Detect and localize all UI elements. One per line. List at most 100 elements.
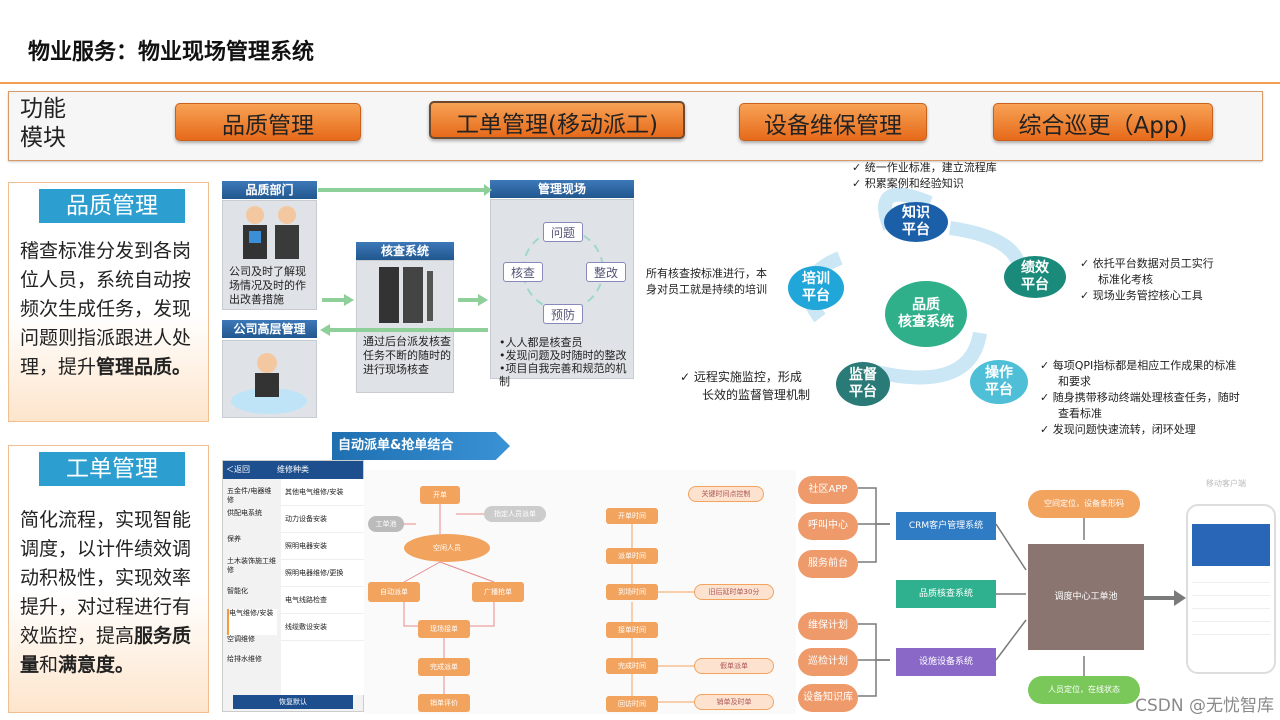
page-title: 物业服务：物业现场管理系统 xyxy=(28,40,315,65)
quality-system: 品质核查系统 xyxy=(896,580,996,608)
timeline-node: 到场时间 xyxy=(606,584,658,600)
personnel-status-pill: 人员定位，在线状态 xyxy=(1028,676,1140,704)
list-item[interactable]: 电气维修/安装 xyxy=(227,609,277,635)
quality-panel-text: 稽查标准分发到各岗位人员，系统自动按频次生成任务，发现问题则指派跟进人处理，提升… xyxy=(20,240,192,378)
dispatch-architecture: 社区APP 呼叫中心 服务前台 维保计划 巡检计划 设备知识库 CRM客户管理系… xyxy=(796,470,1280,714)
workorder-panel: 工单管理 简化流程，实现智能调度，以计件绩效调动积极性，实现效率提升，对过程进行… xyxy=(8,445,209,713)
supervision-platform: 监督平台 xyxy=(836,362,890,406)
dispatch-banner: 自动派单&抢单结合 xyxy=(332,432,510,460)
operation-platform: 操作平台 xyxy=(970,360,1028,404)
source-pill: 呼叫中心 xyxy=(798,512,858,540)
side-node: 销单及时单 xyxy=(694,694,774,710)
senior-box xyxy=(222,340,317,418)
manager-on-cloud-icon xyxy=(231,353,307,414)
check-system-header: 核查系统 xyxy=(356,242,454,260)
list-item[interactable]: 照明电器维修/更换 xyxy=(281,560,364,587)
timeline-node: 派单时间 xyxy=(606,548,658,564)
list-item[interactable]: 照明电器安装 xyxy=(281,533,364,560)
side-node: 关键时间点控制 xyxy=(688,486,764,502)
training-platform: 培训平台 xyxy=(788,266,844,310)
list-item[interactable]: 土木装饰施工维修 xyxy=(227,557,276,574)
platform-diagram: 品质核查系统 知识平台 培训平台 绩效平台 操作平台 监督平台 ✓ 统一作业标准… xyxy=(640,158,1260,436)
workorder-panel-heading: 工单管理 xyxy=(39,452,185,486)
cycle-arrows-icon xyxy=(522,229,604,311)
quality-flow-diagram: 品质部门 公司及时了解现场情况及时的作出改善措施 公司高层管理 核查系统 通过后… xyxy=(222,180,634,425)
mobile-header xyxy=(1192,524,1270,566)
quality-panel: 品质管理 稽查标准分发到各岗位人员，系统自动按频次生成任务，发现问题则指派跟进人… xyxy=(8,182,209,422)
flow-node: 广播抢单 xyxy=(472,582,524,602)
workflow-chart: 开单 工单池 指定人员派单 空闲人员 自动派单 广播抢单 现场接单 完成派单 销… xyxy=(364,470,796,714)
module-bar-label: 功能模块 xyxy=(20,96,66,151)
performance-notes: ✓ 依托平台数据对员工实行标准化考核✓ 现场业务管控核心工具 xyxy=(1080,257,1214,302)
senior-header: 公司高层管理 xyxy=(222,320,317,338)
core-center: 品质核查系统 xyxy=(885,281,967,347)
tab-workorder[interactable]: 工单管理(移动派工) xyxy=(429,101,685,139)
timeline-node: 完成时间 xyxy=(606,658,658,674)
flow-node: 空闲人员 xyxy=(404,534,490,562)
check-caption: 通过后台派发核查任务不断的随时的进行现场核查 xyxy=(363,335,451,376)
phone-screen: ＜返回维修种类 五金件/电器维修 供配电系统 保养 土木装饰施工维修 智能化 电… xyxy=(222,460,364,712)
location-barcode-pill: 空间定位，设备条形码 xyxy=(1028,490,1140,518)
back-button[interactable]: ＜返回 xyxy=(226,465,250,474)
site-header: 管理现场 xyxy=(490,180,634,198)
timeline-node: 回访时间 xyxy=(606,696,658,712)
knowledge-platform: 知识平台 xyxy=(884,202,948,242)
list-item[interactable]: 动力设备安装 xyxy=(281,506,364,533)
flow-node: 指定人员派单 xyxy=(484,506,546,522)
list-item[interactable]: 空调维修 xyxy=(227,635,255,643)
tab-quality[interactable]: 品质管理 xyxy=(175,103,361,141)
source-pill: 社区APP xyxy=(798,476,858,504)
source-pill: 设备知识库 xyxy=(798,684,858,712)
list-item[interactable]: 给排水维修 xyxy=(227,655,262,663)
list-item[interactable]: 智能化 xyxy=(227,587,248,595)
flow-node: 销单评价 xyxy=(418,694,470,712)
title-divider xyxy=(0,82,1280,84)
workflow-arrows xyxy=(403,504,694,703)
dispatch-center: 调度中心工单池 xyxy=(1028,544,1144,650)
cycle-check: 核查 xyxy=(503,262,543,282)
site-box: 问题 整改 预防 核查 •人人都是核查员•发现问题及时随时的整改•项目自我完善和… xyxy=(490,199,634,388)
site-bullets: •人人都是核查员•发现问题及时随时的整改•项目自我完善和规范的机制 xyxy=(499,336,627,388)
source-pill: 维保计划 xyxy=(798,612,858,640)
phone-header: ＜返回维修种类 xyxy=(223,461,363,479)
training-notes: 所有核查按标准进行，本身对员工就是持续的培训 xyxy=(646,267,767,296)
performance-platform: 绩效平台 xyxy=(1004,256,1066,298)
staff-figures-icon xyxy=(243,206,299,259)
phone-right-list: 其他电气维修/安装 动力设备安装 照明电器安装 照明电器维修/更换 电气线路检查… xyxy=(281,479,364,695)
cycle-rectify: 整改 xyxy=(586,262,626,282)
list-item[interactable]: 其他电气维修/安装 xyxy=(281,479,364,506)
list-item[interactable]: 线缆敷设安装 xyxy=(281,614,364,641)
flow-node: 现场接单 xyxy=(418,620,470,638)
source-pill: 巡检计划 xyxy=(798,648,858,676)
tab-patrol[interactable]: 综合巡更（App) xyxy=(993,103,1213,141)
list-item[interactable]: 保养 xyxy=(227,535,241,543)
list-item[interactable]: 五金件/电器维修 xyxy=(227,487,272,504)
timeline-node: 开单时间 xyxy=(606,508,658,524)
crm-system: CRM客户管理系统 xyxy=(896,512,996,540)
knowledge-notes: ✓ 统一作业标准，建立流程库✓ 积累案例和经验知识 xyxy=(852,161,997,190)
check-system-box: 通过后台派发核查任务不断的随时的进行现场核查 xyxy=(356,260,454,393)
flow-node: 自动派单 xyxy=(368,582,420,602)
dept-header: 品质部门 xyxy=(222,181,317,199)
equipment-system: 设施设备系统 xyxy=(896,648,996,676)
flow-node: 完成派单 xyxy=(418,658,470,676)
mobile-phone xyxy=(1186,504,1276,674)
cycle-prevent: 预防 xyxy=(543,304,583,324)
dept-caption: 公司及时了解现场情况及时的作出改善措施 xyxy=(229,265,306,306)
list-item[interactable]: 电气线路检查 xyxy=(281,587,364,614)
flow-node: 工单池 xyxy=(368,516,404,532)
side-node: 旧后延时单30分 xyxy=(694,584,774,600)
reset-default-button[interactable]: 恢复默认 xyxy=(233,695,353,709)
module-bar: 功能模块 品质管理 工单管理(移动派工) 设备维保管理 综合巡更（App) xyxy=(8,91,1263,161)
workorder-panel-text: 简化流程，实现智能调度，以计件绩效调动积极性，实现效率提升，对过程进行有效监控，… xyxy=(20,509,192,676)
mobile-list xyxy=(1192,570,1270,640)
side-node: 假单派单 xyxy=(694,658,774,674)
quality-panel-heading: 品质管理 xyxy=(39,189,185,223)
cycle-problem: 问题 xyxy=(543,222,583,242)
supervision-notes: ✓ 远程实施监控，形成长效的监督管理机制 xyxy=(680,370,811,402)
dept-box: 公司及时了解现场情况及时的作出改善措施 xyxy=(222,200,317,310)
tab-equipment[interactable]: 设备维保管理 xyxy=(739,103,927,141)
list-item[interactable]: 供配电系统 xyxy=(227,509,262,517)
phone-left-list: 五金件/电器维修 供配电系统 保养 土木装饰施工维修 智能化 电气维修/安装 空… xyxy=(227,487,277,675)
source-pill: 服务前台 xyxy=(798,550,858,578)
